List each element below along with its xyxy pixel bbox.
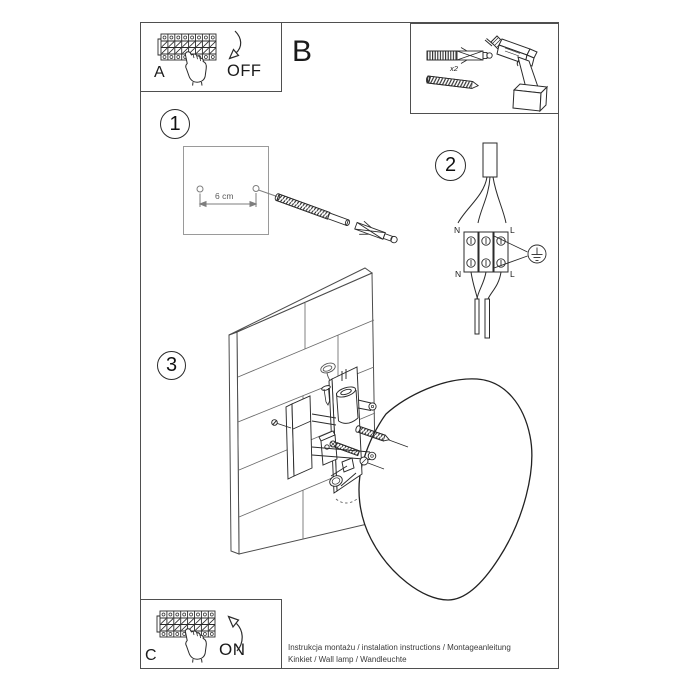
kit-box — [410, 23, 559, 114]
panel-c-label: C — [145, 647, 157, 664]
panel-a-label: A — [154, 64, 165, 81]
kit-qty-label: x2 — [450, 64, 458, 73]
section-b-label: B — [292, 35, 313, 68]
panel-a-box — [140, 22, 282, 92]
footer-line-1: Instrukcja montażu / instalation instruc… — [288, 643, 511, 652]
off-label: OFF — [227, 62, 262, 80]
main-frame — [140, 22, 559, 669]
step3-number: 3 — [157, 351, 186, 380]
footer-text: Instrukcja montażu / instalation instruc… — [288, 642, 511, 665]
terminal-l-bottom: L — [510, 269, 515, 279]
terminal-n-bottom: N — [455, 269, 462, 279]
terminal-n-top: N — [454, 225, 461, 235]
step2-number: 2 — [435, 150, 466, 181]
panel-c-box — [140, 599, 282, 669]
step1-number: 1 — [160, 109, 190, 139]
distance-label: 6 cm — [215, 191, 234, 201]
footer-line-2: Kinkiet / Wall lamp / Wandleuchte — [288, 654, 407, 664]
terminal-l-top: L — [510, 225, 515, 235]
on-label: ON — [219, 640, 246, 659]
